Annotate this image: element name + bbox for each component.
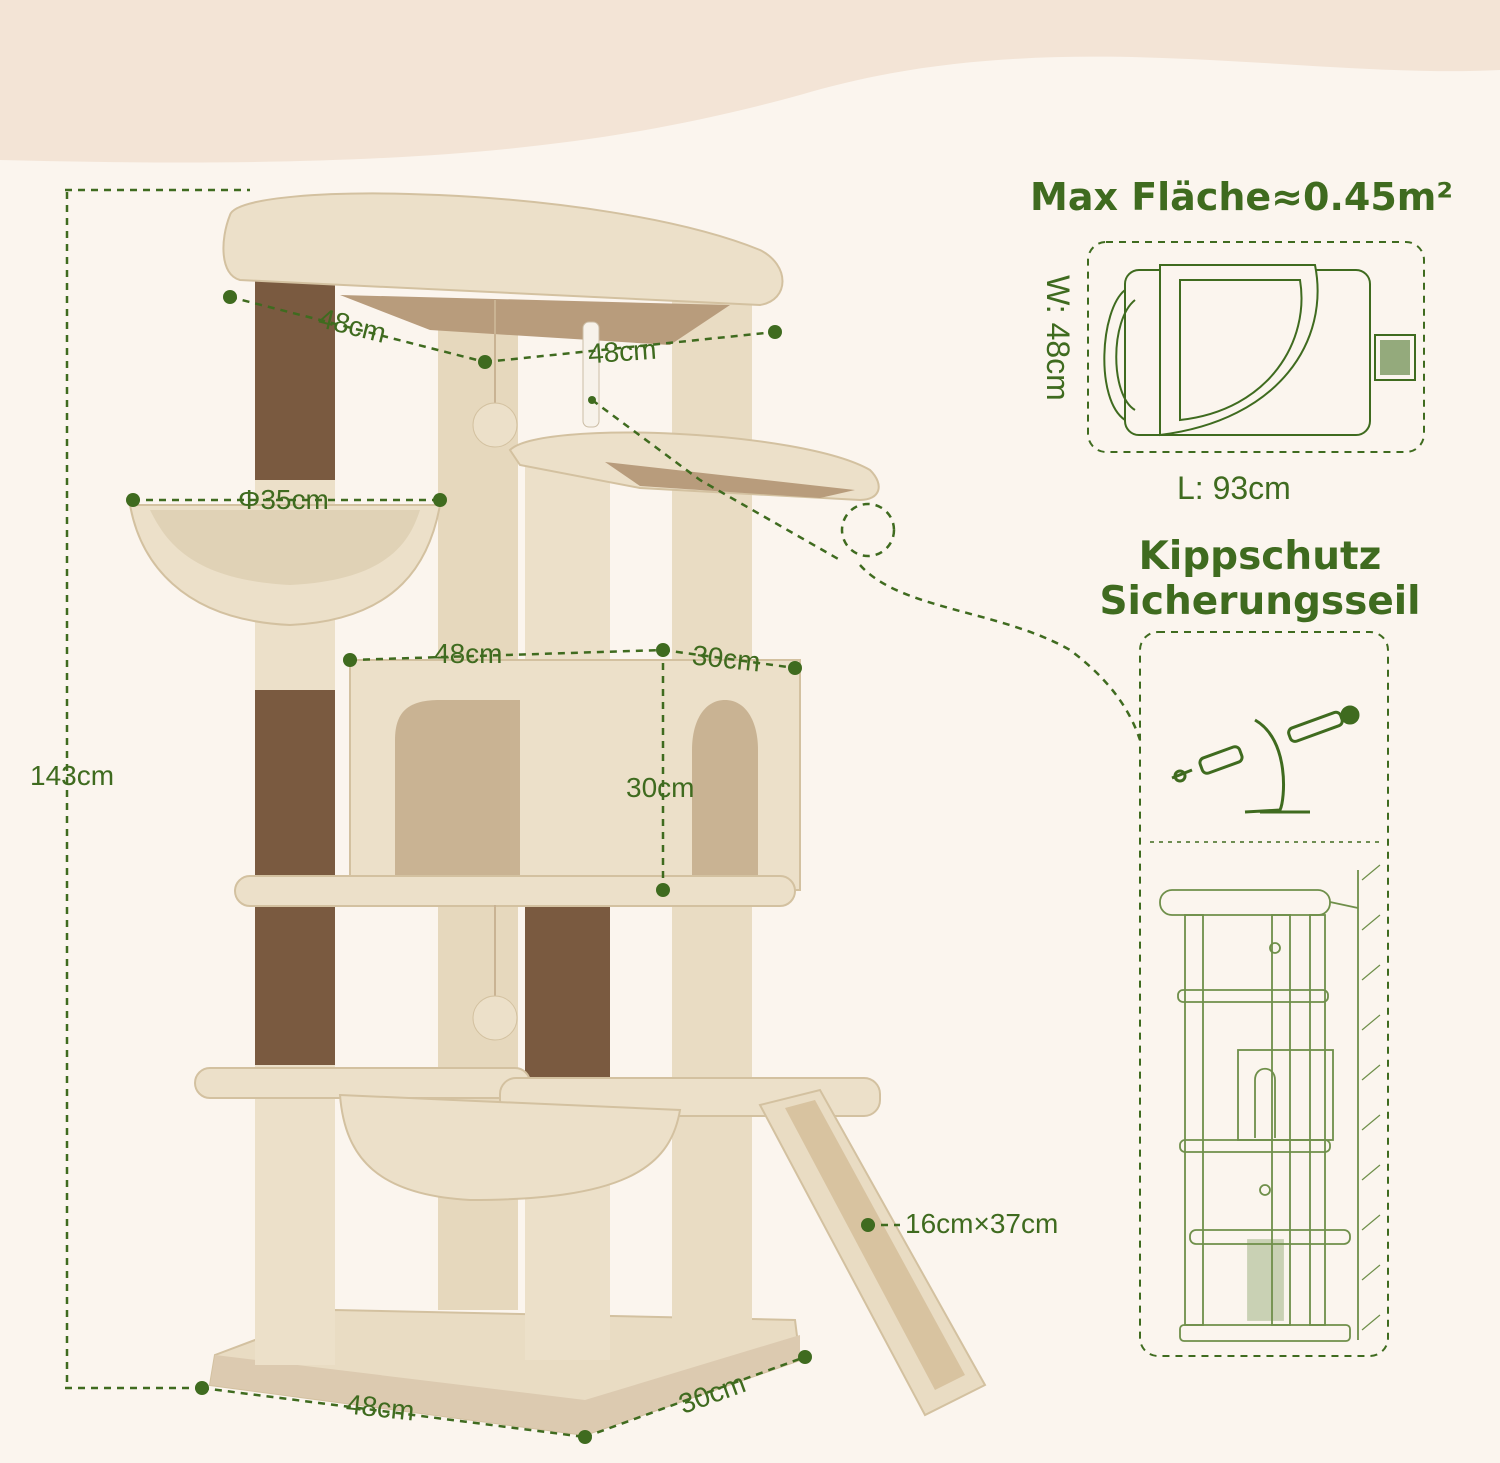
dimension-endpoints xyxy=(126,290,875,1444)
anti-tip-title: Kippschutz Sicherungsseil xyxy=(1080,534,1440,625)
footprint-length-label: L: 93cm xyxy=(1177,470,1291,506)
condo-height-label: 30cm xyxy=(626,772,695,803)
cat-tree-wall-mount-icon xyxy=(1159,870,1359,1342)
sisal-segment xyxy=(255,690,335,880)
condo-depth-label: 30cm xyxy=(690,639,762,678)
footprint-width-label: W: 48cm xyxy=(1039,275,1076,401)
height-label: 143cm xyxy=(30,760,115,791)
top-width-label: 48cm xyxy=(586,333,658,370)
cat-tree xyxy=(128,192,987,1437)
condo-width-label: 48cm xyxy=(434,638,503,669)
hammock xyxy=(338,1093,682,1202)
background-wave xyxy=(0,0,1500,163)
basket-diameter-label: Φ35cm xyxy=(238,484,329,515)
condo-opening xyxy=(692,700,758,885)
top-perch xyxy=(222,192,784,307)
top-view-footprint-icon xyxy=(1087,241,1425,453)
toy-ball xyxy=(472,402,518,448)
anti-tip-title-line2: Sicherungsseil xyxy=(1099,578,1421,624)
base-length-label: 48cm xyxy=(344,1388,416,1427)
anti-tip-panel xyxy=(1139,631,1389,1357)
anti-tip-title-line1: Kippschutz xyxy=(1138,534,1382,579)
condo-opening xyxy=(395,700,520,878)
wall-hatching xyxy=(1361,864,1381,1331)
lower-platform xyxy=(194,1067,531,1099)
wall-anchor-screw-icon xyxy=(1171,705,1360,814)
toy-ball xyxy=(472,995,518,1041)
sisal-segment xyxy=(525,900,610,1095)
ramp-size-label: 16cm×37cm xyxy=(905,1208,1059,1239)
footprint-title: Max Fläche≈0.45m² xyxy=(1030,175,1454,219)
sisal-segment xyxy=(255,900,335,1065)
dimension-lines xyxy=(65,188,1142,1439)
middle-shelf xyxy=(234,875,796,907)
